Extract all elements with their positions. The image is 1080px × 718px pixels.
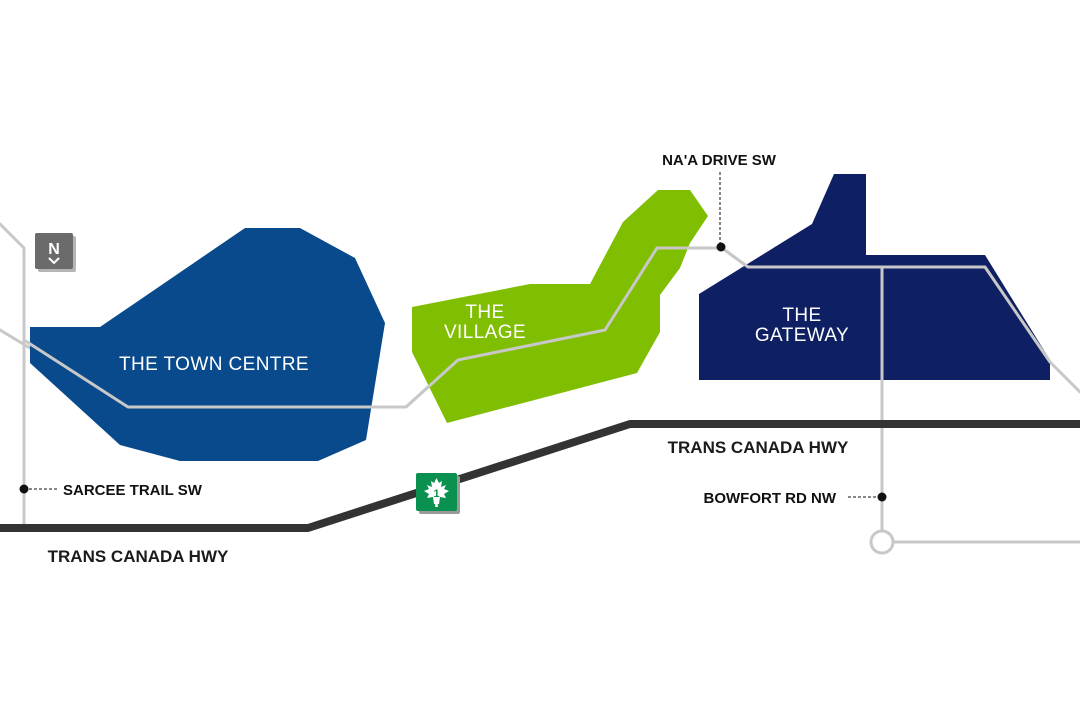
bowfort-rd-marker xyxy=(877,492,887,502)
gateway-label-line1: THE xyxy=(782,305,821,326)
gateway-area[interactable] xyxy=(699,174,1050,380)
trans-canada-highway xyxy=(0,420,1080,532)
town-centre-label: THE TOWN CENTRE xyxy=(119,354,309,375)
naa-drive-marker xyxy=(716,242,726,252)
chevron-down-icon xyxy=(48,257,60,265)
sarcee-trail-label: SARCEE TRAIL SW xyxy=(63,482,203,499)
local-roads-overlay xyxy=(22,246,1052,409)
route-number: 1 xyxy=(433,488,439,500)
village-label-line2: VILLAGE xyxy=(444,322,526,343)
roundabout xyxy=(869,529,895,555)
north-badge: N xyxy=(35,233,76,272)
naa-drive-label: NA'A DRIVE SW xyxy=(662,152,777,169)
village-label-line1: THE xyxy=(465,302,504,323)
trans-canada-label-left: TRANS CANADA HWY xyxy=(48,547,229,566)
north-letter: N xyxy=(48,241,60,258)
maple-leaf-icon xyxy=(424,478,449,507)
sarcee-trail-road xyxy=(0,222,26,527)
route-1-badge: 1 xyxy=(416,473,460,514)
sarcee-trail-marker xyxy=(19,484,29,494)
town-centre-area[interactable] xyxy=(30,228,385,461)
gateway-label-line2: GATEWAY xyxy=(755,325,849,346)
main-road-overlay xyxy=(22,246,1052,409)
trans-canada-label-right: TRANS CANADA HWY xyxy=(668,438,849,457)
bowfort-rd-label: BOWFORT RD NW xyxy=(704,490,837,507)
village-area[interactable] xyxy=(412,190,708,423)
